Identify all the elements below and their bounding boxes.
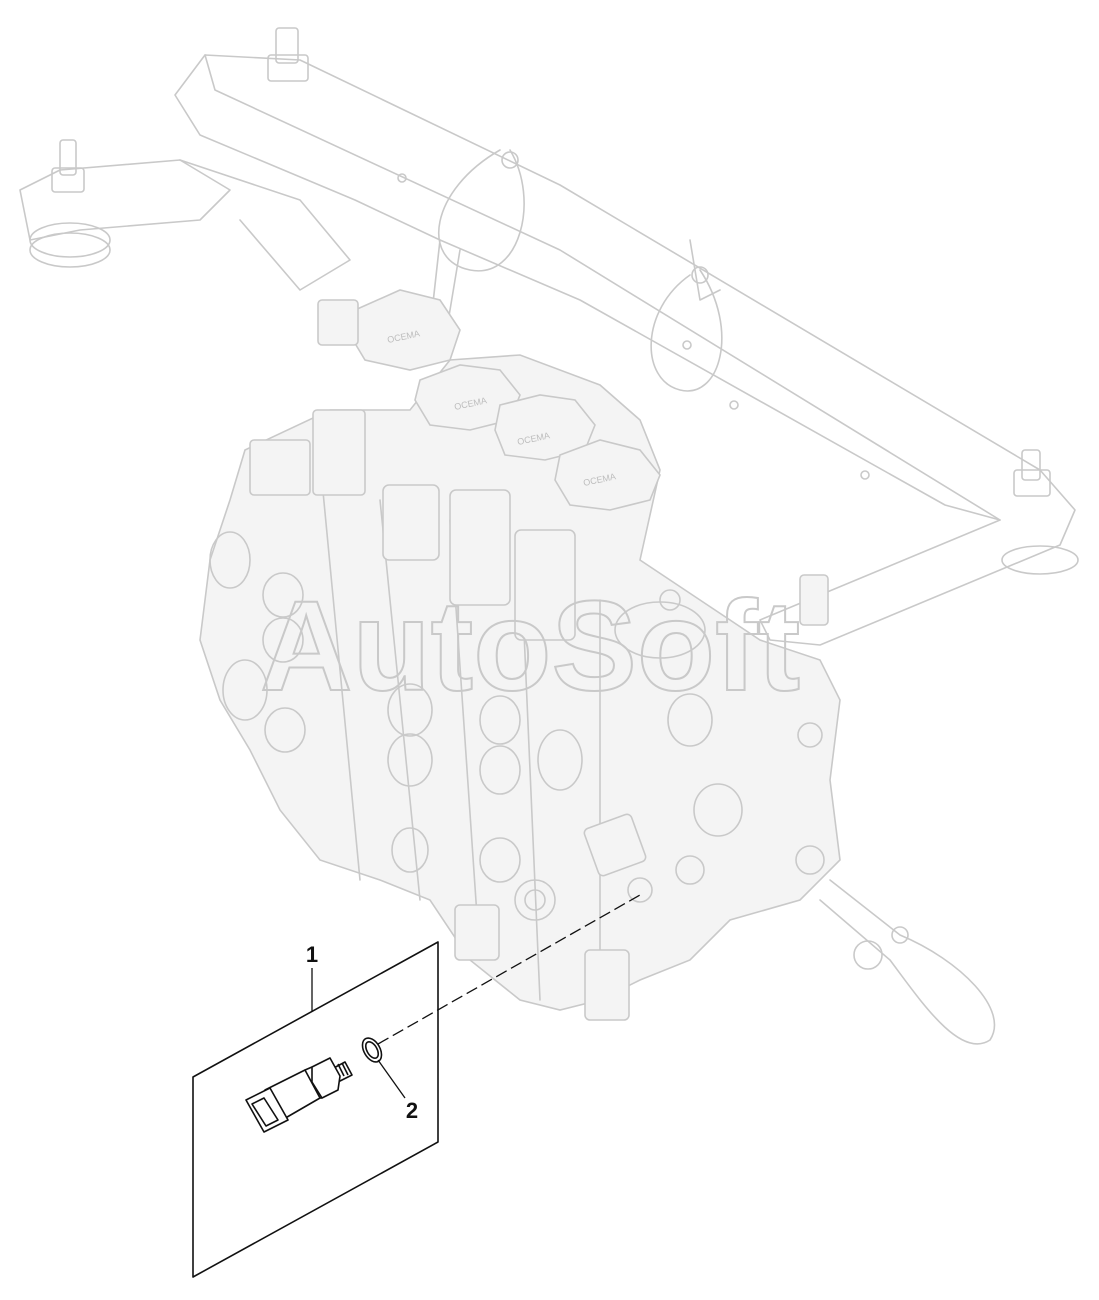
callout-box [192, 941, 439, 1278]
callout-2: 2 [406, 1098, 418, 1123]
pressure-switch [245, 1057, 353, 1133]
callout-2-leader [377, 1059, 406, 1099]
watermark: AutoSoft [260, 575, 800, 718]
mounting-bracket [19, 27, 1079, 646]
callout-1: 1 [306, 942, 318, 967]
o-ring [361, 1037, 383, 1063]
control-valve-body [199, 289, 996, 1045]
